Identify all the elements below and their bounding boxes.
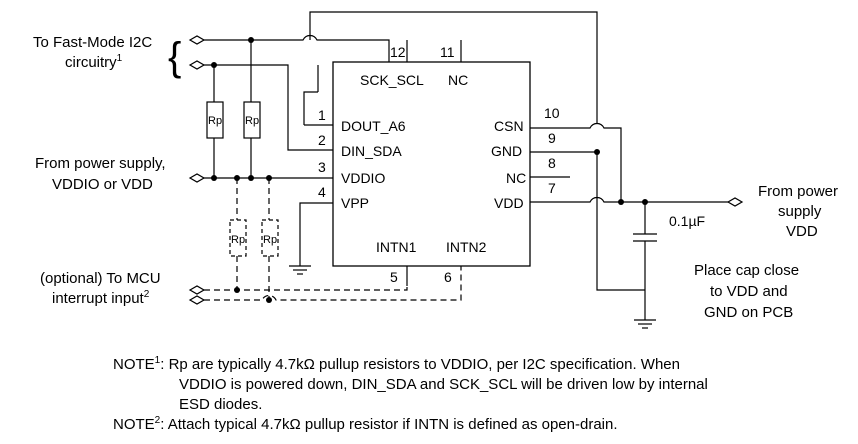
wire-sda-bus bbox=[204, 64, 333, 151]
i2c-brace: { bbox=[168, 35, 181, 79]
connector-scl bbox=[188, 60, 206, 70]
wire-gnd bbox=[530, 151, 645, 291]
note1-line3: ESD diodes. bbox=[179, 396, 263, 413]
pin4-name: VPP bbox=[341, 195, 369, 211]
junction-dot bbox=[234, 175, 240, 181]
junction-dot bbox=[642, 199, 648, 205]
pin7-name: VDD bbox=[494, 195, 524, 211]
junction-dot bbox=[234, 287, 240, 293]
pin3-num: 3 bbox=[318, 159, 326, 175]
wire-intn2 bbox=[204, 266, 462, 301]
wire-top-loop bbox=[309, 11, 598, 124]
vdd-label-line3: VDD bbox=[786, 223, 818, 240]
rp4-resistor bbox=[261, 219, 279, 257]
pin11-num: 11 bbox=[440, 44, 455, 60]
mcu-label-line2: interrupt input2 bbox=[52, 289, 150, 307]
wire-vpp bbox=[299, 202, 333, 266]
junction-dot bbox=[248, 175, 254, 181]
connector-intn2 bbox=[188, 295, 206, 305]
rp1-label: Rp bbox=[208, 115, 222, 127]
cap-note-line3: GND on PCB bbox=[704, 304, 793, 321]
pin1-num: 1 bbox=[318, 107, 326, 123]
pin5-num: 5 bbox=[390, 269, 398, 285]
wire-csn bbox=[530, 122, 622, 202]
pin8-num: 8 bbox=[548, 155, 556, 171]
note1-line2: VDDIO is powered down, DIN_SDA and SCK_S… bbox=[179, 376, 708, 393]
sensor-chip bbox=[332, 61, 531, 267]
rp3-resistor bbox=[229, 219, 247, 257]
junction-dot bbox=[211, 62, 217, 68]
junction-dot bbox=[266, 297, 272, 303]
rp3-label: Rp bbox=[231, 234, 245, 246]
rp4-label: Rp bbox=[263, 234, 277, 246]
junction-dot bbox=[248, 37, 254, 43]
pin10-num: 10 bbox=[544, 105, 560, 121]
wire-intn1 bbox=[204, 286, 408, 291]
pin3-name: VDDIO bbox=[341, 170, 385, 186]
connector-vddio bbox=[188, 173, 206, 183]
vdd-label-line1: From power bbox=[758, 183, 838, 200]
pin7-num: 7 bbox=[548, 180, 556, 196]
rp1-resistor bbox=[206, 101, 224, 139]
rp2-label: Rp bbox=[245, 115, 259, 127]
pin9-name: GND bbox=[491, 143, 522, 159]
pin10-name: CSN bbox=[494, 118, 524, 134]
pin12-name: SCK_SCL bbox=[360, 72, 424, 88]
mcu-label-line1: (optional) To MCU bbox=[40, 270, 161, 287]
notes-section: NOTE1: Rp are typically 4.7kΩ pullup res… bbox=[113, 355, 813, 435]
cap-note-line2: to VDD and bbox=[710, 283, 788, 300]
pin4-num: 4 bbox=[318, 184, 326, 200]
junction-dot bbox=[266, 175, 272, 181]
connector-vdd bbox=[726, 197, 744, 207]
cap-label: 0.1µF bbox=[669, 213, 705, 229]
pin9-num: 9 bbox=[548, 130, 556, 146]
pin6-name: INTN2 bbox=[446, 239, 487, 255]
junction-dot bbox=[211, 175, 217, 181]
pin12-num: 12 bbox=[390, 44, 406, 60]
note1-line1: NOTE1: Rp are typically 4.7kΩ pullup res… bbox=[113, 355, 680, 374]
rp2-resistor bbox=[243, 101, 261, 139]
pin1-name: DOUT_A6 bbox=[341, 118, 406, 134]
note2-line1: NOTE2: Attach typical 4.7kΩ pullup resis… bbox=[113, 415, 618, 434]
wire-scl-bus bbox=[204, 34, 390, 62]
wire-vdd bbox=[530, 196, 728, 203]
pin11-name: NC bbox=[448, 72, 468, 88]
pin2-name: DIN_SDA bbox=[341, 143, 402, 159]
power-label-line2: VDDIO or VDD bbox=[52, 176, 153, 193]
vdd-label-line2: supply bbox=[778, 203, 822, 220]
pin8-name: NC bbox=[506, 170, 526, 186]
power-label-line1: From power supply, bbox=[35, 155, 166, 172]
pin2-num: 2 bbox=[318, 132, 326, 148]
schematic-diagram: To Fast-Mode I2C circuitry1 { From power… bbox=[33, 11, 838, 329]
i2c-label-line2: circuitry1 bbox=[65, 53, 123, 71]
i2c-label-line1: To Fast-Mode I2C bbox=[33, 34, 152, 51]
pin5-name: INTN1 bbox=[376, 239, 417, 255]
cap-note-line1: Place cap close bbox=[694, 262, 799, 279]
junction-dot bbox=[594, 149, 600, 155]
connector-intn1 bbox=[188, 285, 206, 295]
pin6-num: 6 bbox=[444, 269, 452, 285]
wire-dout bbox=[303, 91, 333, 126]
junction-dot bbox=[618, 199, 624, 205]
connector-sda bbox=[188, 35, 206, 45]
